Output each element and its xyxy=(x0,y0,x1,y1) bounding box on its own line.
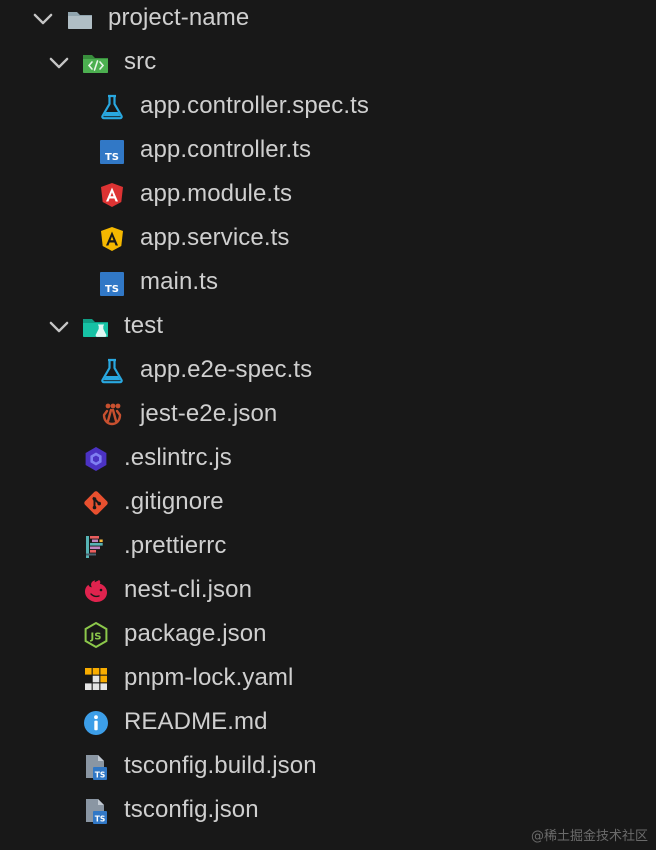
tree-file-jest-e2e[interactable]: jest-e2e.json xyxy=(0,393,656,437)
chevron-down-icon[interactable] xyxy=(30,6,56,32)
chevron-down-icon[interactable] xyxy=(46,314,72,340)
tree-file-package[interactable]: JS package.json xyxy=(0,613,656,657)
tree-item-label: main.ts xyxy=(140,268,219,295)
svg-text:TS: TS xyxy=(105,152,119,163)
test-flask-icon xyxy=(98,93,126,121)
tree-folder-root[interactable]: project-name xyxy=(0,0,656,41)
tree-file-pnpm-lock[interactable]: pnpm-lock.yaml xyxy=(0,657,656,701)
eslint-icon xyxy=(82,445,110,473)
tree-item-label: app.controller.spec.ts xyxy=(140,92,369,119)
tree-item-label: .prettierrc xyxy=(124,532,227,559)
typescript-icon: TS xyxy=(98,137,126,165)
tree-file-nest-cli[interactable]: nest-cli.json xyxy=(0,569,656,613)
watermark: @稀土掘金技术社区 xyxy=(530,829,648,844)
tree-file-prettierrc[interactable]: .prettierrc xyxy=(0,525,656,569)
prettier-icon xyxy=(82,533,110,561)
test-flask-icon xyxy=(98,357,126,385)
tree-file-app-controller-spec[interactable]: app.controller.spec.ts xyxy=(0,85,656,129)
tree-file-tsconfig[interactable]: TS tsconfig.json xyxy=(0,789,656,833)
folder-test-icon xyxy=(82,313,110,341)
tree-item-label: app.e2e-spec.ts xyxy=(140,356,313,383)
angular-yellow-icon xyxy=(98,225,126,253)
svg-text:TS: TS xyxy=(95,815,106,824)
tree-item-label: app.service.ts xyxy=(140,224,290,251)
tree-item-label: tsconfig.build.json xyxy=(124,752,317,779)
tree-item-label: jest-e2e.json xyxy=(140,400,278,427)
nestjs-icon xyxy=(82,577,110,605)
tree-file-app-controller[interactable]: TS app.controller.ts xyxy=(0,129,656,173)
svg-text:TS: TS xyxy=(105,284,119,295)
tree-file-main[interactable]: TS main.ts xyxy=(0,261,656,305)
svg-text:TS: TS xyxy=(95,771,106,780)
tree-item-label: pnpm-lock.yaml xyxy=(124,664,294,691)
chevron-down-icon[interactable] xyxy=(46,50,72,76)
pnpm-icon xyxy=(82,665,110,693)
tree-item-label: app.controller.ts xyxy=(140,136,312,163)
tsconfig-icon: TS xyxy=(82,753,110,781)
typescript-icon: TS xyxy=(98,269,126,297)
svg-text:JS: JS xyxy=(90,632,102,643)
folder-icon xyxy=(66,5,94,33)
tree-file-readme[interactable]: README.md xyxy=(0,701,656,745)
info-icon xyxy=(82,709,110,737)
tree-item-label: project-name xyxy=(108,4,250,31)
tree-file-gitignore[interactable]: .gitignore xyxy=(0,481,656,525)
tree-item-label: tsconfig.json xyxy=(124,796,259,823)
tree-file-app-e2e-spec[interactable]: app.e2e-spec.ts xyxy=(0,349,656,393)
tree-file-app-module[interactable]: app.module.ts xyxy=(0,173,656,217)
tree-item-label: app.module.ts xyxy=(140,180,293,207)
tree-file-app-service[interactable]: app.service.ts xyxy=(0,217,656,261)
nodejs-icon: JS xyxy=(82,621,110,649)
tree-item-label: nest-cli.json xyxy=(124,576,253,603)
tree-file-tsconfig-build[interactable]: TS tsconfig.build.json xyxy=(0,745,656,789)
tree-file-eslintrc[interactable]: .eslintrc.js xyxy=(0,437,656,481)
jest-icon xyxy=(98,401,126,429)
tree-item-label: .gitignore xyxy=(124,488,224,515)
tree-item-label: package.json xyxy=(124,620,267,647)
folder-src-icon xyxy=(82,49,110,77)
angular-red-icon xyxy=(98,181,126,209)
tree-folder-src[interactable]: src xyxy=(0,41,656,85)
tree-item-label: README.md xyxy=(124,708,268,735)
tree-folder-test[interactable]: test xyxy=(0,305,656,349)
tree-item-label: src xyxy=(124,48,157,75)
tree-item-label: .eslintrc.js xyxy=(124,444,232,471)
tree-item-label: test xyxy=(124,312,164,339)
tsconfig-icon: TS xyxy=(82,797,110,825)
git-icon xyxy=(82,489,110,517)
